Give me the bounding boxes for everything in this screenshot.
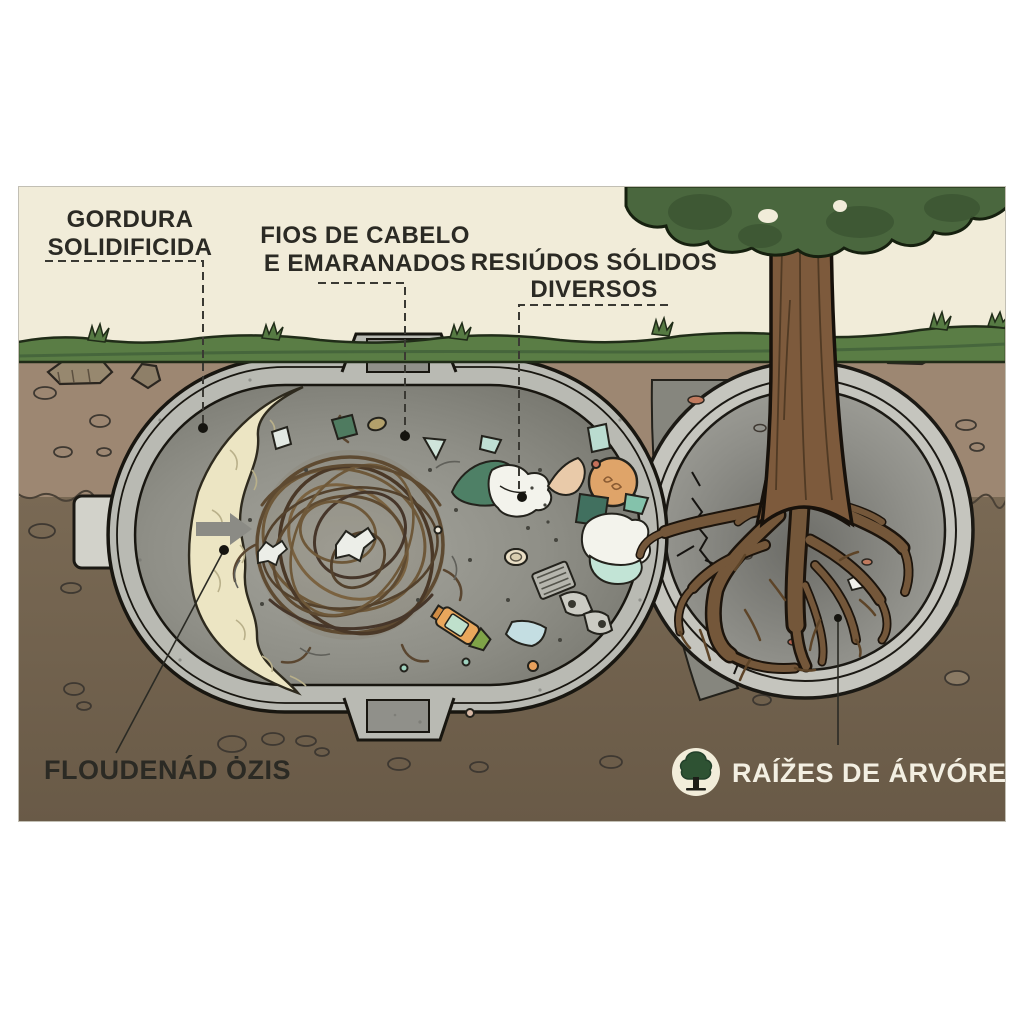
label-solids-line2: DIVERSOS bbox=[530, 276, 657, 303]
flow-arrow-icon bbox=[196, 513, 252, 545]
tree bbox=[624, 186, 1006, 529]
label-solids-line1: RESIÚDOS SÓLIDOS bbox=[471, 248, 717, 276]
label-hair: FIOS DE CABELO E EMARANADOS bbox=[260, 222, 470, 277]
legend-tree-roots: RAÍŽES DE ÁRVÓRE bbox=[672, 748, 1007, 796]
label-grease: GORDURA SOLIDIFICIDA bbox=[48, 206, 213, 261]
leader-solids bbox=[518, 304, 668, 497]
floating-specks bbox=[248, 468, 562, 642]
hair-tangle bbox=[232, 414, 463, 664]
motion-lines bbox=[233, 460, 461, 656]
label-hair-line1: FIOS DE CABELO bbox=[260, 222, 470, 249]
wall-cracks bbox=[676, 471, 740, 675]
label-grease-line1: GORDURA bbox=[67, 206, 194, 233]
label-hair-line2: E EMARANADOS bbox=[264, 250, 466, 277]
grass bbox=[18, 309, 1006, 364]
tank-interior bbox=[133, 383, 642, 687]
leader-hair bbox=[318, 282, 406, 436]
grease-layer bbox=[187, 385, 307, 696]
leader-bottom-left bbox=[115, 549, 225, 754]
legend-label: RAÍŽES DE ÁRVÓRE bbox=[732, 757, 1007, 788]
leader-grease bbox=[45, 260, 204, 428]
label-grease-line2: SOLIDIFICIDA bbox=[48, 234, 213, 261]
tree-trunk bbox=[759, 198, 855, 529]
solid-waste-debris bbox=[270, 413, 651, 718]
tree-icon bbox=[679, 751, 713, 791]
annotations: GORDURA SOLIDIFICIDA FIOS DE CABELO E EM… bbox=[44, 206, 1007, 796]
label-bottom-left: FLOUDENÁD ȮZIS bbox=[44, 754, 291, 785]
access-port-bottom bbox=[342, 697, 456, 742]
label-solids: RESIÚDOS SÓLIDOS DIVERSOS bbox=[471, 248, 717, 303]
